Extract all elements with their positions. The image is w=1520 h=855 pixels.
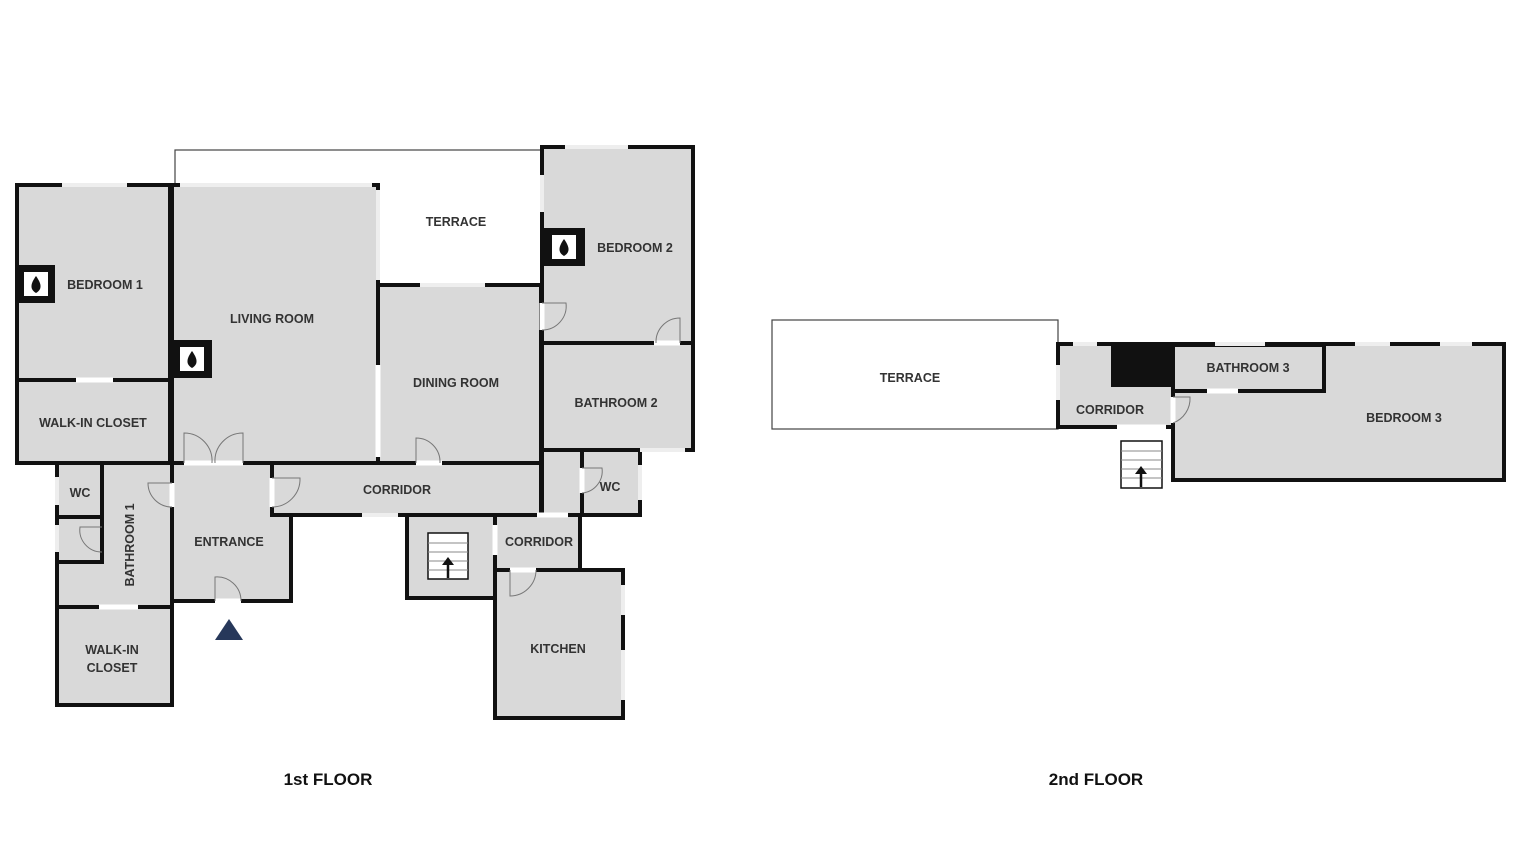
label-bedroom-3: BEDROOM 3 <box>1366 411 1442 425</box>
second-floor: TERRACE CORRIDOR BATHROOM 3 BEDROOM 3 2n… <box>771 319 1506 789</box>
label-terrace-1: TERRACE <box>426 215 486 229</box>
room-kitchen <box>493 568 625 720</box>
fireplace-icon <box>17 265 55 303</box>
room-dining-room <box>376 283 543 465</box>
label-corridor-1: CORRIDOR <box>363 483 431 497</box>
floor-label-2nd: 2nd FLOOR <box>1049 770 1143 789</box>
chimney-block <box>1111 344 1173 387</box>
label-corridor-3: CORRIDOR <box>1076 403 1144 417</box>
room-bathroom-1-nook <box>55 515 104 564</box>
stairs-icon <box>427 532 469 580</box>
room-terrace-2 <box>771 319 1059 430</box>
label-living-room: LIVING ROOM <box>230 312 314 326</box>
room-bathroom-2-lower <box>540 448 584 517</box>
label-kitchen: KITCHEN <box>530 642 586 656</box>
fireplace-icon <box>541 228 585 266</box>
first-floor: BEDROOM 1 WALK-IN CLOSET WC BATHROOM 1 W… <box>15 145 695 789</box>
fireplace-icon <box>172 340 212 378</box>
label-walkin-closet-2-line2: CLOSET <box>87 661 138 675</box>
label-wc-1: WC <box>70 486 91 500</box>
label-walkin-closet-1: WALK-IN CLOSET <box>39 416 147 430</box>
label-dining-room: DINING ROOM <box>413 376 499 390</box>
windows-2 <box>1056 342 1472 400</box>
stairs-icon <box>1120 440 1163 489</box>
floor-label-1st: 1st FLOOR <box>284 770 373 789</box>
label-wc-2: WC <box>600 480 621 494</box>
label-terrace-2: TERRACE <box>880 371 940 385</box>
label-bathroom-3: BATHROOM 3 <box>1206 361 1289 375</box>
label-corridor-2: CORRIDOR <box>505 535 573 549</box>
label-bathroom-2: BATHROOM 2 <box>574 396 657 410</box>
doors <box>76 302 681 610</box>
label-bedroom-1: BEDROOM 1 <box>67 278 143 292</box>
label-bedroom-2: BEDROOM 2 <box>597 241 673 255</box>
label-bathroom-1: BATHROOM 1 <box>123 503 137 586</box>
room-corridor-1 <box>270 461 543 517</box>
label-entrance: ENTRANCE <box>194 535 263 549</box>
room-walkin-closet-2 <box>55 605 174 707</box>
label-walkin-closet-2-line1: WALK-IN <box>85 643 138 657</box>
windows <box>55 145 685 700</box>
doors-2 <box>1117 388 1238 430</box>
entrance-marker-icon <box>215 619 243 640</box>
